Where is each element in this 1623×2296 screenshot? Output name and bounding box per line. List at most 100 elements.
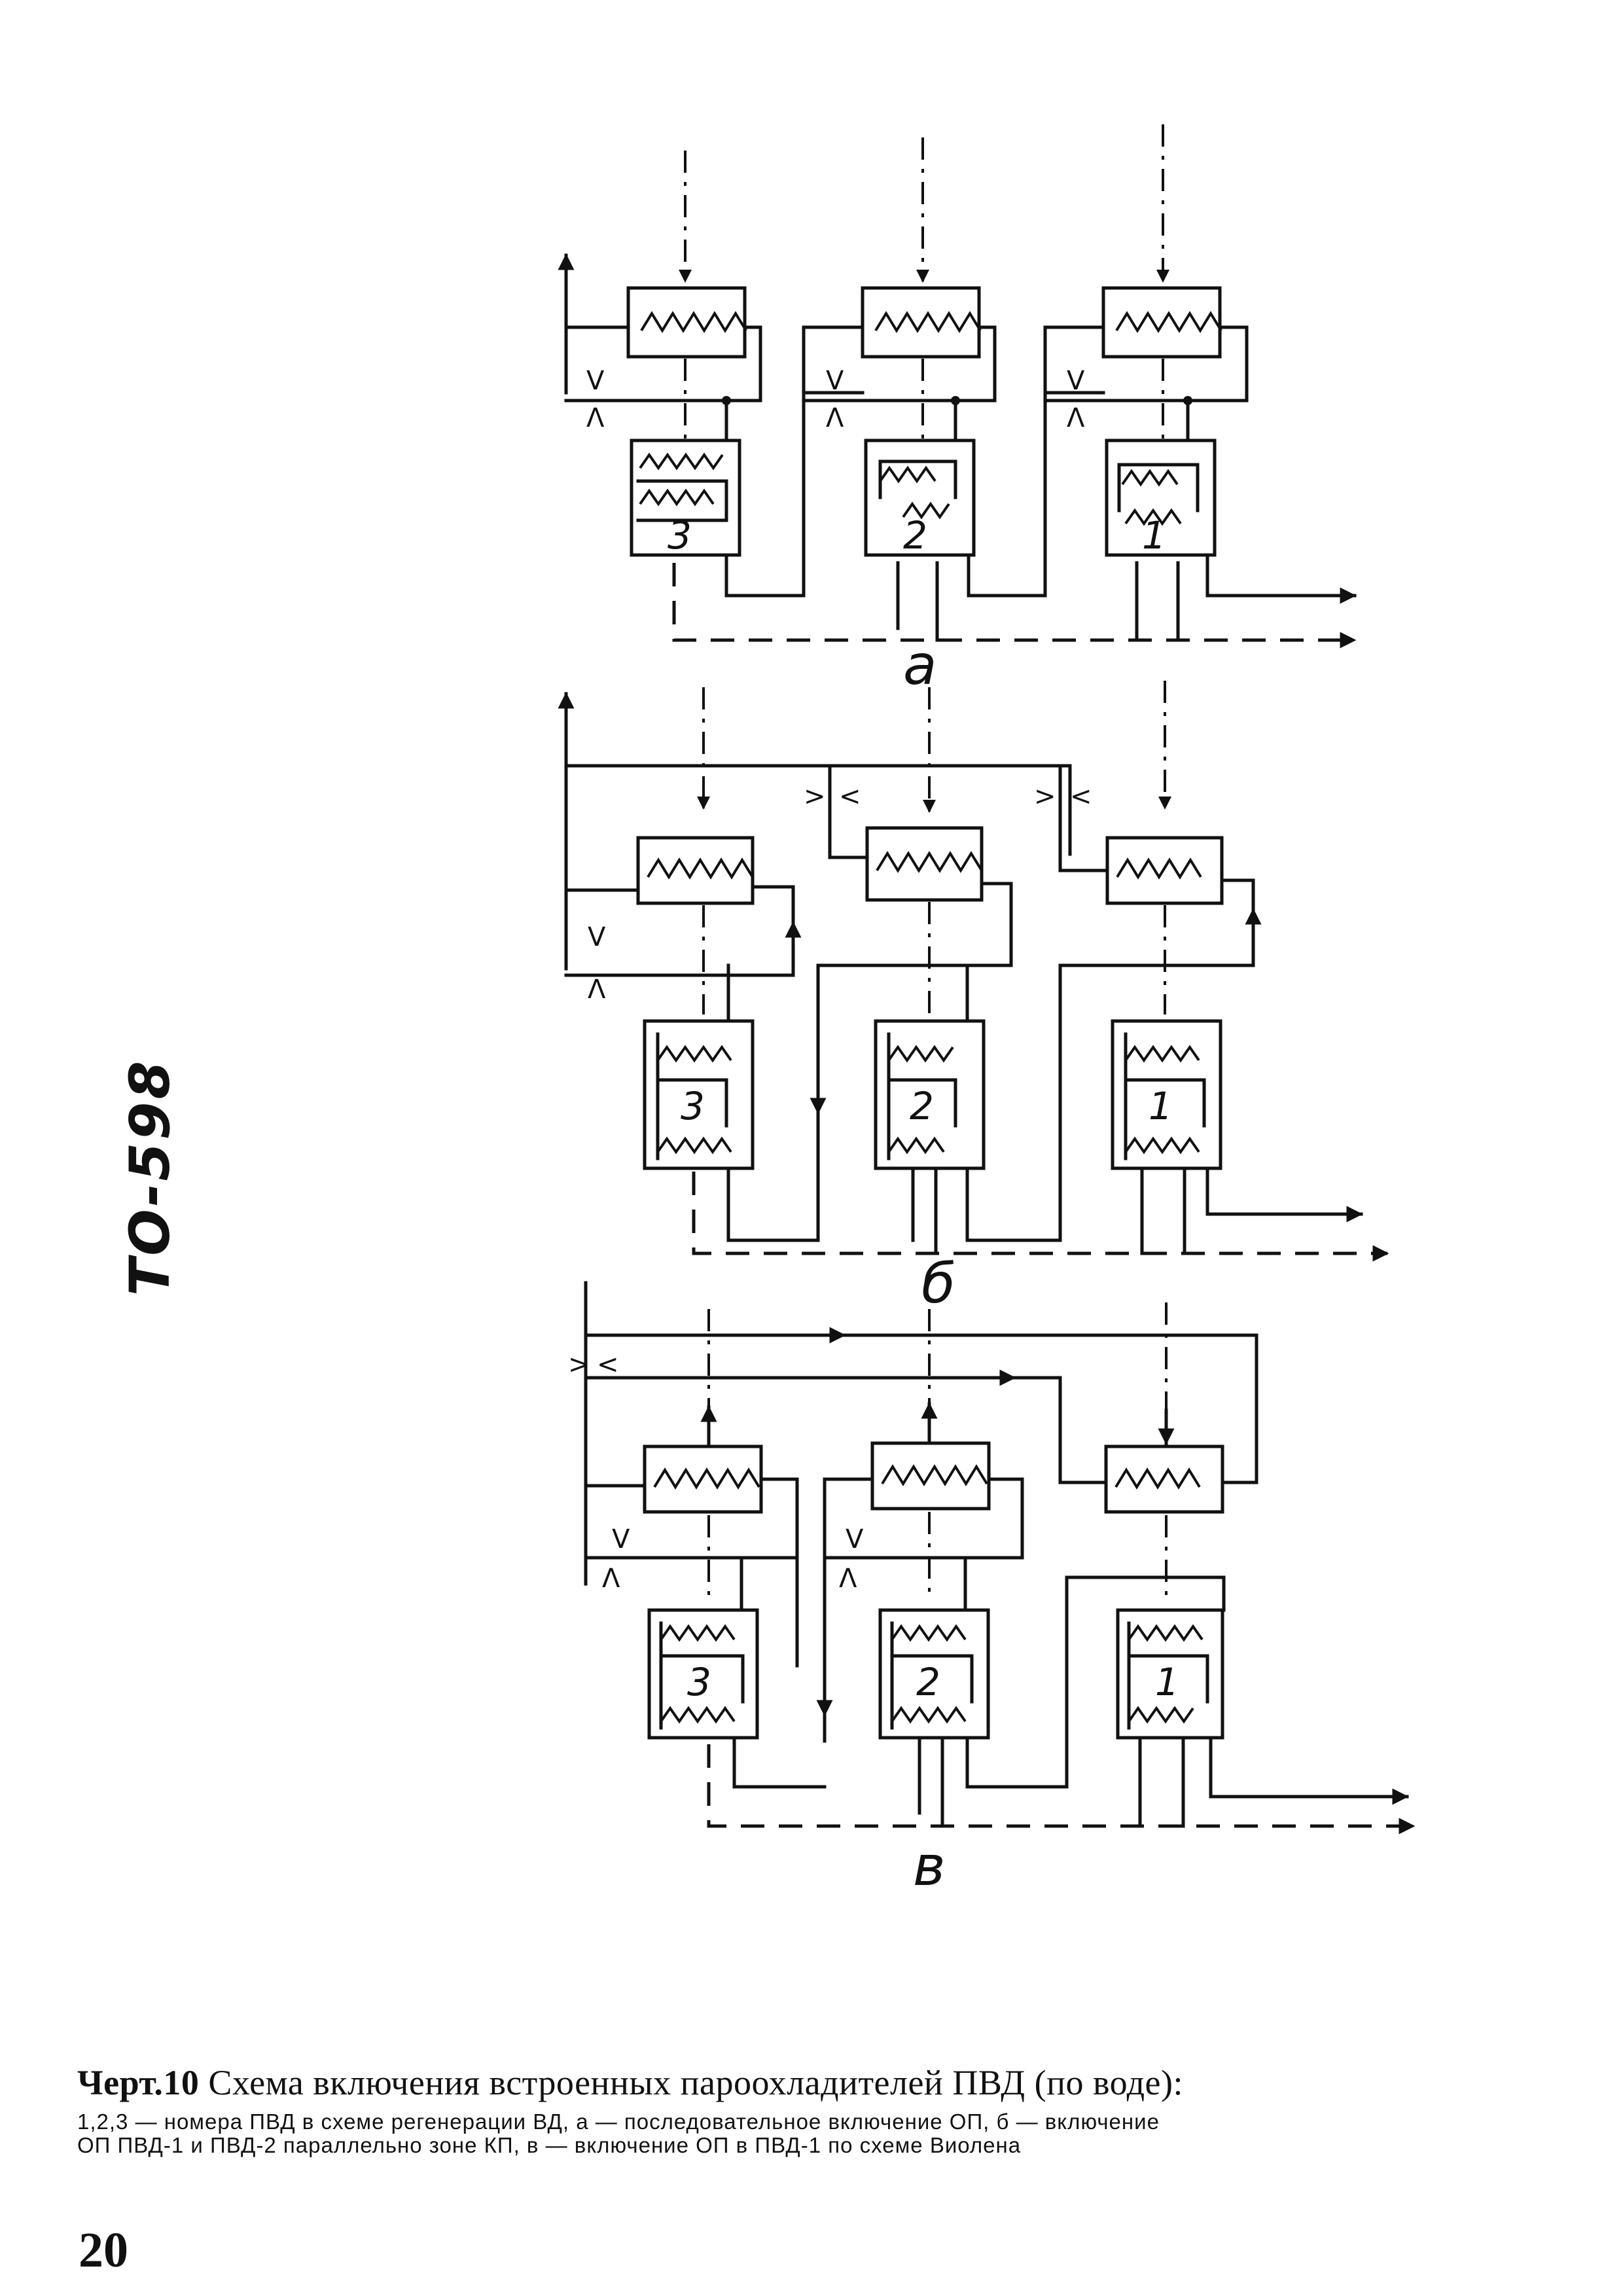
coil: [639, 452, 724, 471]
scheme-b: 3 2 1 V Λ > < > < б: [558, 681, 1389, 1316]
coil: [653, 1467, 760, 1490]
valve-mark: V: [1067, 366, 1085, 396]
inner-zone: [1124, 1032, 1206, 1160]
coil: [891, 1624, 967, 1642]
page-number: 20: [79, 2223, 128, 2278]
feedwater-line: [1205, 1166, 1363, 1223]
bypass-line: [828, 764, 869, 859]
valve-mark: Λ: [1067, 403, 1085, 433]
drain-branch: [918, 1739, 1185, 1828]
bypass-line: [584, 1376, 1108, 1484]
coil: [879, 465, 936, 484]
valve-mark: V: [588, 922, 606, 952]
valve-mark: >: [804, 781, 826, 812]
valve-mark: Λ: [839, 1564, 857, 1594]
coil: [1121, 469, 1179, 487]
coil: [1124, 1045, 1200, 1063]
coil: [640, 311, 747, 333]
bypass-line: [802, 325, 997, 403]
scheme-c: 3 2 1 > < V Λ V Λ в: [568, 1281, 1416, 1898]
caption-legend-line: ОП ПВД-1 и ПВД-2 параллельно зоне КП, в …: [77, 2133, 1022, 2157]
link-line: [740, 1556, 967, 1612]
caption-title: Черт.10 Схема включения встроенных пароо…: [77, 2062, 1556, 2104]
junction: [1183, 396, 1192, 405]
valve-mark: >: [1034, 781, 1056, 812]
coil: [1115, 311, 1222, 333]
feedwater-header: [584, 1281, 1258, 1586]
heater-number: 1: [1149, 1084, 1173, 1128]
link-line: [965, 878, 1255, 1242]
coil: [874, 311, 982, 333]
feedwater-line: [732, 1598, 1409, 1799]
coil: [876, 851, 983, 873]
coil: [887, 1045, 954, 1063]
bypass-line: [1043, 325, 1249, 403]
desuperheater-1: [1101, 286, 1222, 359]
scheme-letter: в: [913, 1834, 946, 1898]
inner-zone: [656, 1032, 728, 1160]
drain-line: [707, 1744, 1416, 1835]
valve-mark: Λ: [826, 403, 844, 433]
coil: [656, 1045, 732, 1063]
coil: [887, 1136, 945, 1155]
link-line: [724, 399, 1190, 442]
bypass-line: [564, 325, 762, 403]
valve-mark: Λ: [602, 1564, 620, 1594]
coil: [891, 1706, 967, 1724]
valve-mark: V: [846, 1524, 864, 1554]
coil: [881, 1464, 988, 1486]
bypass-line: [1058, 764, 1109, 872]
inner-zone: [890, 1621, 974, 1730]
coil: [1115, 1467, 1201, 1490]
scheme-letter: б: [921, 1251, 955, 1316]
caption-title-text: Схема включения встроенных пароохладител…: [208, 2063, 1184, 2102]
feedwater-line: [724, 325, 865, 598]
inner-zone: [1127, 1621, 1209, 1730]
coil: [1116, 857, 1202, 880]
valve-mark: Λ: [586, 403, 605, 433]
link-line: [726, 882, 1013, 1242]
coil: [1128, 1624, 1204, 1642]
inner-zone: [636, 479, 728, 522]
link-line: [1065, 1575, 1226, 1612]
scheme-letter: а: [903, 633, 936, 697]
heater-number: 2: [903, 513, 927, 558]
valve-mark: <: [597, 1350, 619, 1380]
coil: [660, 1706, 736, 1724]
valve-mark: <: [839, 781, 861, 812]
valve-mark: V: [586, 366, 605, 396]
heater-number: 3: [668, 513, 692, 558]
feedwater-line: [1205, 553, 1357, 604]
inner-zone: [887, 1032, 957, 1160]
coil: [639, 488, 715, 507]
valve-mark: >: [568, 1350, 590, 1380]
junction: [722, 396, 731, 405]
coil: [656, 1136, 732, 1155]
coil: [647, 857, 754, 880]
desuperheater-1: [1104, 1444, 1224, 1514]
figure-caption: Черт.10 Схема включения встроенных пароо…: [77, 2062, 1556, 2157]
coil: [902, 501, 950, 520]
junction: [951, 396, 960, 405]
heater-number: 2: [916, 1660, 940, 1704]
inner-zone: [659, 1621, 745, 1730]
heater-3: [630, 439, 741, 557]
drain-branch: [896, 561, 1180, 642]
caption-legend-line: 1,2,3 — номера ПВД в схеме регенерации В…: [77, 2109, 1160, 2134]
valve-mark: V: [612, 1524, 630, 1554]
valve-mark: V: [826, 366, 844, 396]
feedwater-line: [967, 325, 1105, 598]
coil: [1124, 508, 1182, 526]
caption-legend: 1,2,3 — номера ПВД в схеме регенерации В…: [77, 2110, 1556, 2157]
drain-line: [672, 563, 1357, 649]
coil: [1124, 1136, 1200, 1155]
link-line: [795, 1477, 827, 1743]
drain-branch: [911, 1170, 1186, 1255]
scheme-a: 3 2 1 V Λ V Λ V Λ а: [558, 124, 1357, 697]
heater-number: 3: [681, 1084, 705, 1128]
bypass-line: [823, 1477, 1024, 1560]
heater-number: 2: [910, 1084, 934, 1128]
coil: [660, 1624, 736, 1642]
drain-line: [692, 1172, 1389, 1262]
